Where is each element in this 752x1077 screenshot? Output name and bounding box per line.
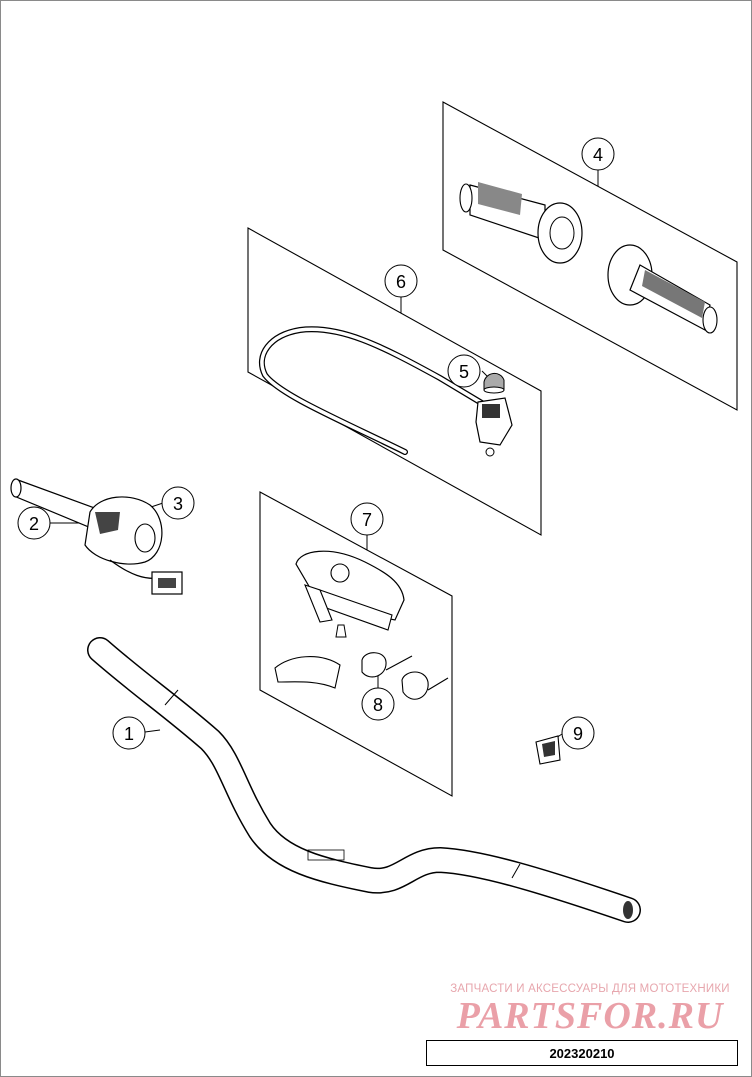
throttle-housing bbox=[84, 496, 183, 595]
switch-cap bbox=[483, 373, 505, 394]
callout-3-label: 3 bbox=[173, 494, 183, 514]
diagram-code-text: 202320210 bbox=[549, 1045, 615, 1061]
panel-handlebar-pad bbox=[259, 491, 453, 797]
callout-5-label: 5 bbox=[459, 362, 469, 382]
callout-4: 4 bbox=[581, 137, 615, 171]
diagram-code: 202320210 bbox=[426, 1040, 738, 1066]
callout-9-label: 9 bbox=[573, 724, 583, 744]
callout-1: 1 bbox=[112, 716, 146, 750]
callout-2: 2 bbox=[17, 506, 51, 540]
callout-6: 6 bbox=[384, 264, 418, 298]
callout-4-label: 4 bbox=[593, 145, 603, 165]
kill-switch bbox=[258, 326, 513, 457]
callout-2-label: 2 bbox=[29, 514, 39, 534]
panel-kill-switch bbox=[247, 227, 542, 536]
callout-9: 9 bbox=[561, 716, 595, 750]
handlebar bbox=[87, 637, 641, 923]
cable-ties bbox=[361, 652, 449, 700]
callout-7: 7 bbox=[350, 502, 384, 536]
callout-8: 8 bbox=[361, 687, 395, 721]
callout-6-label: 6 bbox=[396, 272, 406, 292]
callout-7-label: 7 bbox=[362, 510, 372, 530]
grips bbox=[459, 182, 718, 334]
callout-5: 5 bbox=[447, 354, 481, 388]
watermark-logo: PARTSFOR.RU bbox=[456, 995, 724, 1037]
clamp bbox=[535, 735, 561, 765]
callout-1-label: 1 bbox=[124, 724, 134, 744]
callout-8-label: 8 bbox=[373, 695, 383, 715]
panel-grips bbox=[442, 101, 738, 411]
watermark-caption: ЗАПЧАСТИ И АКСЕССУАРЫ ДЛЯ МОТОТЕХНИКИ bbox=[450, 983, 730, 995]
callout-3: 3 bbox=[161, 486, 195, 520]
handlebar-pad bbox=[274, 550, 405, 689]
